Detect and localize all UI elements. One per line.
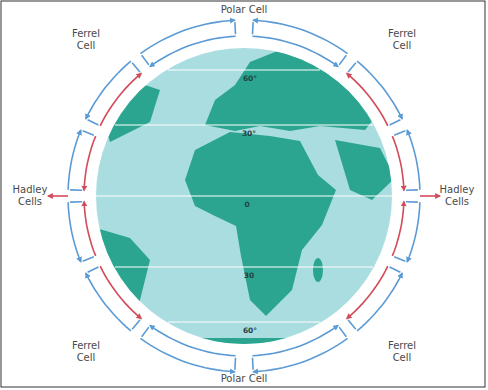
flow-arrow	[253, 20, 347, 53]
flow-arrow	[252, 22, 254, 34]
flow-arrow	[86, 273, 131, 331]
flow-arrow	[347, 73, 388, 126]
latitude-mark: 30°	[242, 129, 256, 138]
flow-arrow	[83, 257, 94, 262]
latitude-lines	[96, 70, 392, 322]
circulation-cells	[48, 20, 440, 372]
cell-name: Ferrel Cell	[380, 28, 424, 52]
flow-arrow	[390, 120, 401, 125]
flow-arrow	[100, 73, 141, 126]
cell-name: Hadley Cells	[432, 184, 482, 208]
flow-arrow	[150, 36, 236, 66]
continents	[90, 45, 400, 358]
cell-name: Ferrel Cell	[380, 340, 424, 364]
flow-arrow	[84, 202, 96, 256]
flow-arrow	[142, 55, 149, 65]
flow-arrow	[348, 320, 356, 329]
flow-arrow	[347, 266, 388, 319]
cell-name: Hadley Cells	[5, 184, 55, 208]
flow-arrow	[348, 63, 356, 72]
flow-arrow	[48, 195, 68, 197]
flow-arrow	[392, 136, 404, 190]
flow-arrow	[357, 61, 402, 119]
flow-arrow	[141, 338, 235, 371]
flow-arrow	[84, 136, 96, 190]
latitude-mark: 0	[244, 200, 249, 209]
cell-name: Polar Cell	[221, 4, 268, 16]
flow-arrow	[88, 120, 99, 125]
flow-arrow	[394, 257, 405, 262]
latitude-mark: 60°	[243, 74, 257, 83]
flow-arrow	[132, 63, 140, 72]
flow-arrow	[234, 358, 236, 370]
flow-arrow	[86, 61, 131, 119]
flow-arrow	[132, 320, 140, 329]
flow-arrow	[252, 358, 254, 370]
flow-arrow	[390, 267, 401, 272]
flow-arrow	[357, 273, 402, 331]
flow-arrow	[150, 325, 236, 355]
flow-arrow	[339, 55, 346, 65]
flow-arrow	[394, 131, 405, 136]
cell-name: Polar Cell	[221, 373, 268, 385]
cell-name: Ferrel Cell	[64, 340, 108, 364]
flow-arrow	[142, 327, 149, 337]
flow-arrow	[68, 130, 81, 190]
flow-arrow	[253, 338, 347, 371]
flow-arrow	[406, 189, 418, 191]
flow-arrow	[70, 189, 82, 191]
cell-name: Ferrel Cell	[64, 28, 108, 52]
flow-arrow	[88, 267, 99, 272]
flow-arrow	[407, 202, 420, 262]
flow-arrow	[392, 202, 404, 256]
flow-arrow	[141, 20, 235, 53]
flow-arrow	[252, 36, 338, 66]
flow-arrow	[407, 130, 420, 190]
flow-arrow	[339, 327, 346, 337]
flow-arrow	[420, 195, 440, 197]
flow-arrow	[68, 202, 81, 262]
latitude-mark: 60°	[243, 326, 257, 335]
flow-arrow	[70, 201, 82, 203]
latitude-mark: 30	[244, 271, 254, 280]
flow-arrow	[100, 266, 141, 319]
flow-arrow	[252, 325, 338, 355]
flow-arrow	[234, 22, 236, 34]
flow-arrow	[406, 201, 418, 203]
flow-arrow	[83, 131, 94, 136]
